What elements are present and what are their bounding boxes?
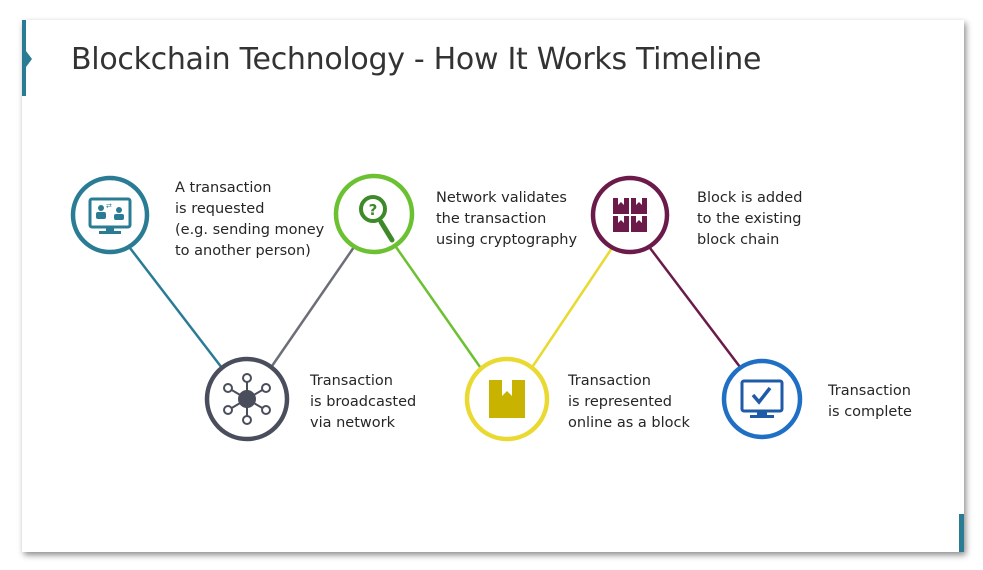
accent-bar-right xyxy=(959,514,964,552)
step-6 xyxy=(721,358,803,440)
blocks-grid-icon xyxy=(613,198,647,232)
chevron-right-icon xyxy=(26,51,32,67)
block-icon xyxy=(489,380,525,418)
step-2-label: Transaction is broadcasted via network xyxy=(309,373,421,431)
monitor-check-icon xyxy=(740,379,784,418)
step-1-label: A transaction is requested (e.g. sending… xyxy=(175,180,329,259)
monitor-users-icon: ⇄ xyxy=(88,197,132,234)
connector-1-2 xyxy=(129,247,223,369)
step-4-label: Transaction is represented online as a b… xyxy=(567,373,690,431)
step-3-label: Network validates the transaction using … xyxy=(436,190,577,248)
slide xyxy=(22,20,964,552)
accent-bar-left xyxy=(22,20,26,96)
svg-text:?: ? xyxy=(369,201,378,219)
step-4 xyxy=(464,356,550,442)
step-3: ? xyxy=(333,173,415,255)
svg-text:⇄: ⇄ xyxy=(106,203,112,210)
magnifier-question-icon: ? xyxy=(359,195,395,243)
network-icon xyxy=(223,373,271,425)
step-2 xyxy=(204,356,290,442)
connector-4-5 xyxy=(531,247,614,367)
connector-3-4 xyxy=(394,246,482,368)
slide-title: Blockchain Technology - How It Works Tim… xyxy=(71,42,762,77)
connector-2-3 xyxy=(270,246,356,367)
step-6-label: Transaction is complete xyxy=(827,383,916,420)
step-5-label: Block is added to the existing block cha… xyxy=(697,190,807,248)
connector-5-6 xyxy=(649,247,741,368)
step-5 xyxy=(590,175,670,255)
step-1: ⇄ xyxy=(70,175,150,255)
